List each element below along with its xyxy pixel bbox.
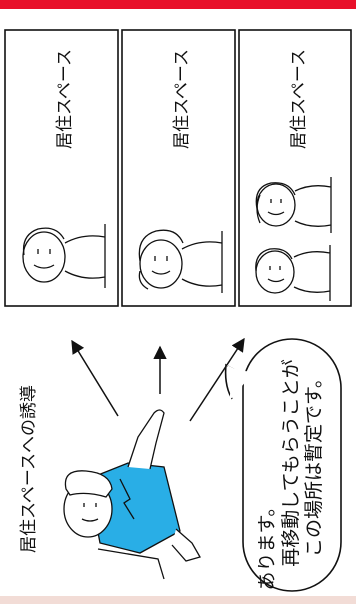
arrow-icon (71, 339, 119, 417)
living-space-2: 居住スペース (121, 29, 236, 307)
diagram-heading: 居住スペースへの誘導 (19, 385, 39, 553)
person-icon (138, 229, 223, 293)
speech-bubble-line-3: あります。 (256, 497, 278, 590)
living-space-3: 居住スペース (238, 29, 352, 307)
arrow-icon (189, 337, 245, 422)
living-space-1: 居住スペース (4, 29, 119, 307)
living-space-1-label: 居住スペース (55, 49, 75, 149)
living-space-2-label: 居住スペース (172, 49, 192, 149)
evacuation-guide-diagram: 居住スペース 居住スペース 居住スペース (4, 29, 352, 592)
speech-bubble-line-2: 再移動してもらうことが (280, 359, 302, 566)
guide-person-icon (63, 409, 201, 580)
person-icon (255, 177, 332, 233)
living-space-3-label: 居住スペース (289, 49, 309, 149)
speech-bubble-line-1: この場所は暫定です。 (303, 369, 325, 557)
person-icon (255, 245, 331, 301)
person-icon (22, 224, 106, 288)
speech-bubble-icon (224, 338, 342, 592)
bottom-bar (0, 596, 356, 604)
top-accent-bar (0, 0, 356, 9)
